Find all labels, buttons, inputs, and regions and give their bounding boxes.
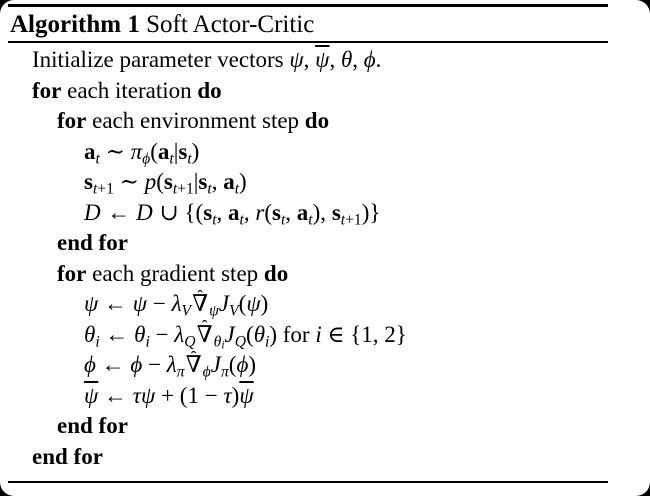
algorithm-line: for each gradient step do: [57, 260, 289, 286]
algorithm-line: end for: [32, 443, 103, 469]
algorithm-line: ψ ← ψ − λV∇ψJV(ψ): [0, 289, 650, 320]
algorithm-line: D ← D ∪ {(st, at, r(st, at), st+1)}: [84, 199, 381, 228]
top-rule: [8, 4, 608, 7]
bottom-rule: [8, 481, 608, 483]
algorithm-title: Soft Actor-Critic: [139, 11, 315, 38]
algorithm-line: ϕ ← ϕ − λπ∇ϕJπ(ϕ): [0, 350, 650, 381]
algorithm-body: Initialize parameter vectors ψ, ψ, θ, ϕ.…: [0, 45, 650, 472]
algorithm-line: for each environment step do: [57, 108, 330, 133]
algorithm-line: end for: [57, 413, 128, 438]
algorithm-number: Algorithm 1: [10, 11, 140, 38]
algorithm-line: for each iteration do: [32, 77, 222, 103]
algorithm-line: at ∼ πϕ(at|st): [84, 138, 200, 167]
algorithm-line: ψ ← τψ + (1 − τ)ψ: [84, 382, 254, 408]
algorithm-header: Algorithm 1 Soft Actor-Critic: [10, 11, 314, 38]
algorithm-line: st+1 ∼ p(st+1|st, at): [84, 169, 247, 198]
header-rule: [8, 41, 608, 43]
algorithm-line: end for: [57, 230, 128, 255]
algorithm-line: θi ← θi − λQ∇θiJQ(θi) for i ∈ {1, 2}: [0, 320, 650, 351]
algorithm-line: Initialize parameter vectors ψ, ψ, θ, ϕ.: [32, 47, 382, 72]
